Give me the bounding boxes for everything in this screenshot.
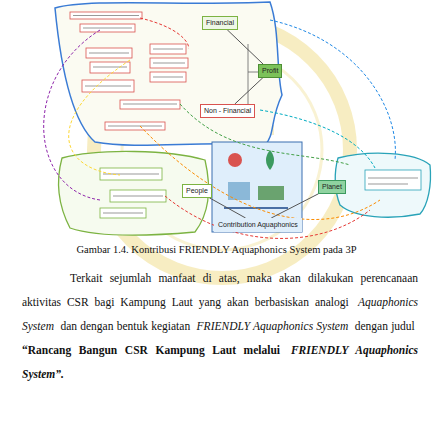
paragraph-text: “Rancang Bangun CSR Kampung Laut melalui	[22, 344, 280, 356]
body-paragraph: Terkait sejumlah manfaat di atas, maka a…	[22, 266, 418, 386]
pillar-box: Profit	[258, 64, 282, 78]
node-text: Contribution Aquaphonics	[218, 221, 298, 229]
connector	[235, 78, 263, 104]
paragraph-text: FRIENDLY Aquaphonics System	[197, 320, 349, 332]
connector	[227, 30, 263, 64]
illustration-label: Contribution Aquaphonics	[214, 218, 302, 232]
paragraph-text: dan dengan bentuk kegiatan	[60, 320, 190, 332]
pillar-box: People	[182, 184, 212, 198]
node-text: Planet	[322, 183, 342, 191]
figure-caption: Gambar 1.4. Kontribusi FRIENDLY Aquaphon…	[0, 244, 433, 255]
connector	[209, 198, 245, 218]
node-text: People	[186, 187, 208, 195]
connector	[271, 194, 318, 218]
paragraph-text: dengan judul	[355, 320, 415, 332]
node-text: Non - Financial	[204, 107, 251, 115]
category-box: Financial	[202, 16, 238, 30]
node-text: Financial	[206, 19, 234, 27]
node-text: Profit	[262, 67, 278, 75]
category-box: Non - Financial	[200, 104, 255, 118]
pillar-box: Planet	[318, 180, 346, 194]
